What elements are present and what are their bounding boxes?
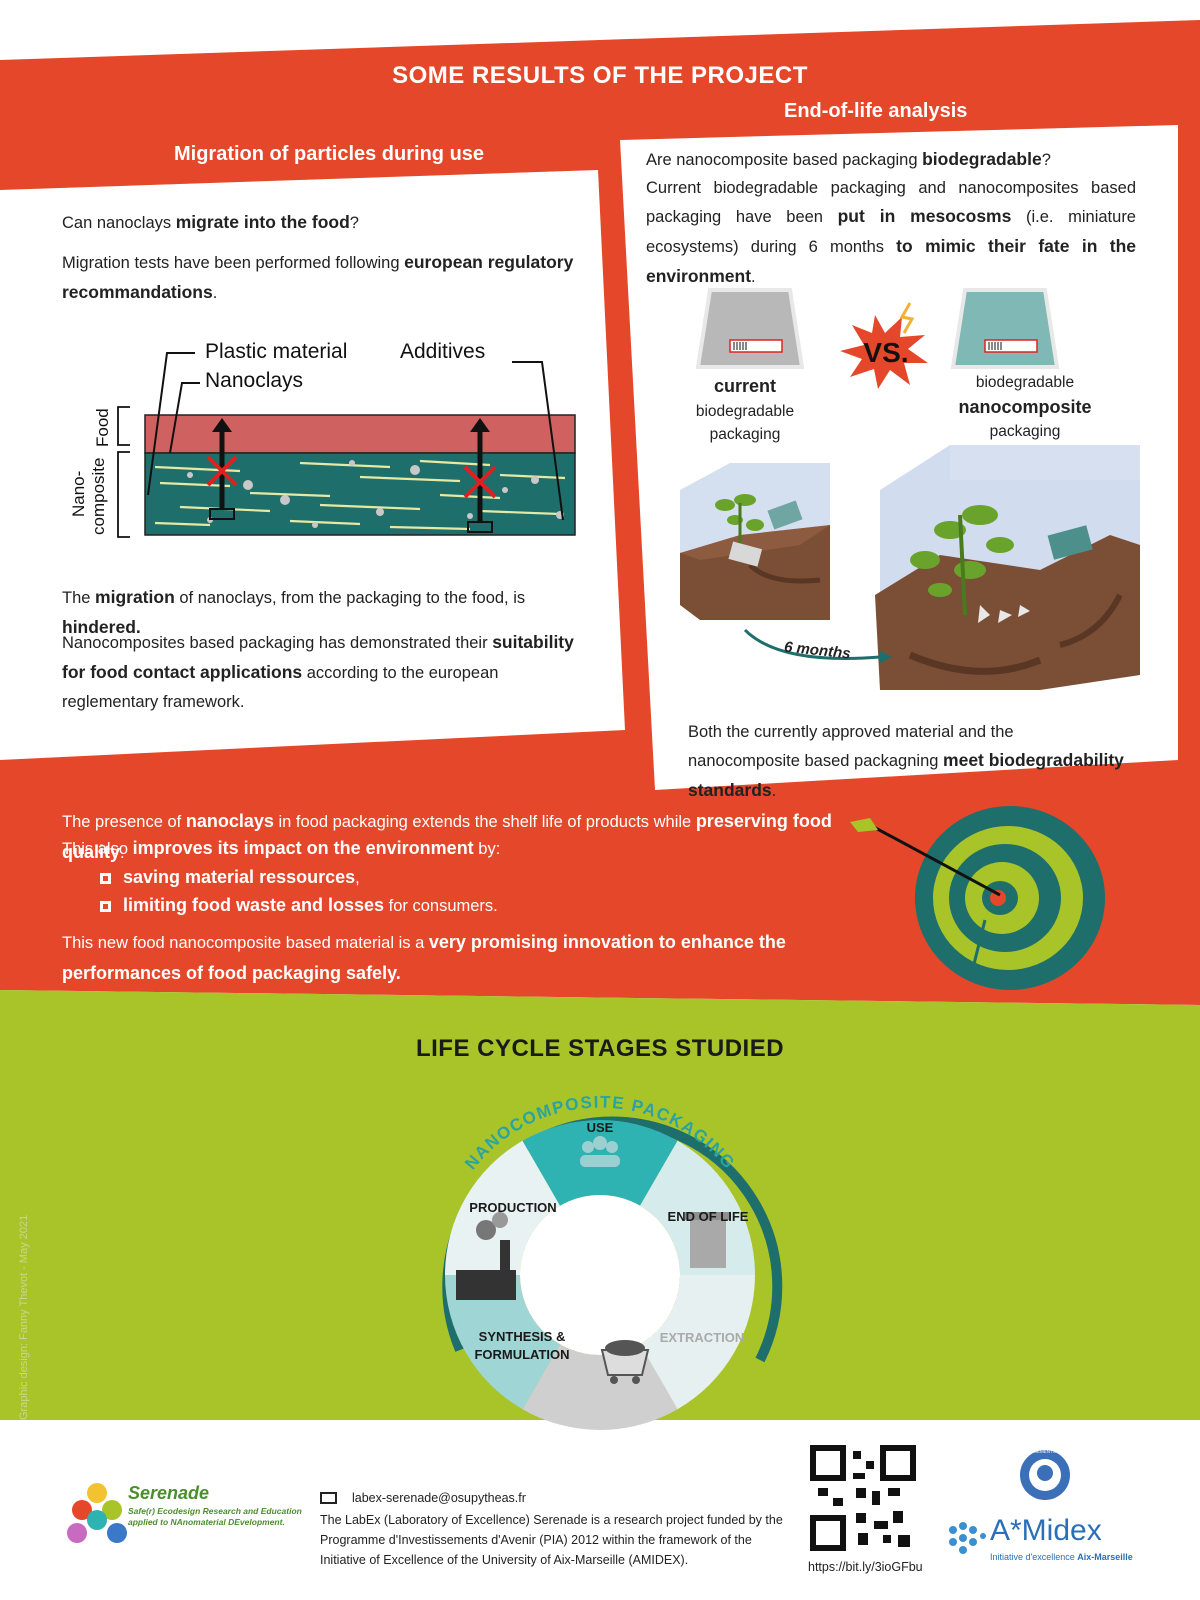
target-icon [850,806,1105,990]
mail-icon [320,1492,337,1504]
migration-tests: Migration tests have been performed foll… [62,252,574,302]
factory-icon [456,1212,516,1300]
plastic-pointer [147,352,195,496]
stage-use: USE [586,1120,614,1135]
amidex-tagline: Initiative d'excellence Aix-Marseille [990,1552,1133,1562]
bullet-icon [100,901,111,912]
bullet-icon [100,873,111,884]
segment-eol [640,1140,755,1275]
people-icon [580,1136,620,1167]
eol-question: Are nanocomposite based packaging biodeg… [646,149,1051,169]
packaging-comparison: VS. [695,288,1060,389]
conclusion-line2: This also improves its impact on the env… [62,838,501,858]
plastic-label: Plastic material [205,340,347,363]
stage-synthesis: SYNTHESIS &FORMULATION [474,1329,570,1362]
cross-marks [206,455,497,499]
large-mesocosm-soil [875,535,1140,690]
food-label: Food [93,408,112,447]
mining-cart-icon [600,1340,650,1384]
conclusion-bullet1: saving material ressources, [100,862,360,893]
conclusion-line1: The presence of nanoclays in food packag… [62,811,832,862]
funding-text: The LabEx (Laboratory of Excellence) Ser… [320,1513,783,1567]
eol-paragraph: Current biodegradable packaging and nano… [646,179,1137,286]
serenade-tagline: Safe(r) Ecodesign Research and Education… [128,1506,302,1528]
migration-diagram: Plastic material Nanoclays Additives Foo… [69,340,576,538]
eol-heading: End-of-life analysis [784,100,968,122]
six-months-arrow [743,628,892,663]
stage-production: PRODUCTION [469,1200,557,1215]
nanocomposite-tray [950,288,1060,369]
migration-result: The migration of nanoclays, from the pac… [62,587,526,637]
amidex-logo: A*Midex [990,1514,1102,1547]
contact-email[interactable]: labex-serenade@osupytheas.fr [352,1491,526,1505]
qr-link[interactable]: https://bit.ly/3ioGFbu [808,1560,923,1574]
composite-bracket [117,451,130,538]
migration-suitability: Nanocomposites based packaging has demon… [62,632,574,711]
stage-end-of-life: END OF LIFE [667,1209,749,1224]
wheel-center [520,1195,680,1355]
eol-conclusion: Both the currently approved material and… [688,723,1124,800]
food-layer [144,414,576,454]
additives-pointer [512,361,564,521]
serenade-logo-name: Serenade [128,1483,210,1503]
segment-production [445,1140,560,1275]
composite-label: composite [89,458,108,535]
qr-code-icon[interactable] [808,1443,918,1553]
stage-extraction: EXTRACTION [659,1330,745,1345]
migration-question: Can nanoclays migrate into the food? [62,212,359,232]
trash-icon [685,1212,731,1268]
investissements-seal-text: INVESTISSEMENTS D'AVENIR [1013,1449,1078,1454]
amidex-dots-icon [949,1522,986,1554]
conclusion-line3: This new food nanocomposite based materi… [62,932,786,983]
current-tray [695,288,805,369]
page-title: SOME RESULTS OF THE PROJECT [392,62,808,89]
serenade-logo-icon [67,1483,127,1543]
nanoclays-pointer [169,382,200,454]
lifecycle-wheel: NANOCOMPOSITE PACKAGING [442,1093,783,1430]
lifecycle-title: LIFE CYCLE STAGES STUDIED [415,1035,785,1062]
additives-label: Additives [400,340,485,363]
vs-label: VS. [863,337,908,368]
conclusion-bullet2: limiting food waste and losses for consu… [100,890,498,921]
design-credit: Graphic design: Fanny Thevot - May 2021 [18,1214,30,1420]
mesocosm-illustration [680,445,1140,690]
vs-burst [840,315,928,389]
arrow-shaft [869,823,1001,897]
migration-heading: Migration of particles during use [174,143,485,165]
investissements-seal-icon [1020,1450,1070,1500]
nanoclays-label: Nanoclays [205,369,303,392]
segment-eol-lower [640,1275,755,1410]
nano-label: Nano- [69,471,88,517]
segment-synthesis [445,1275,560,1410]
arrow-fletching [850,818,878,832]
food-bracket [117,406,130,446]
